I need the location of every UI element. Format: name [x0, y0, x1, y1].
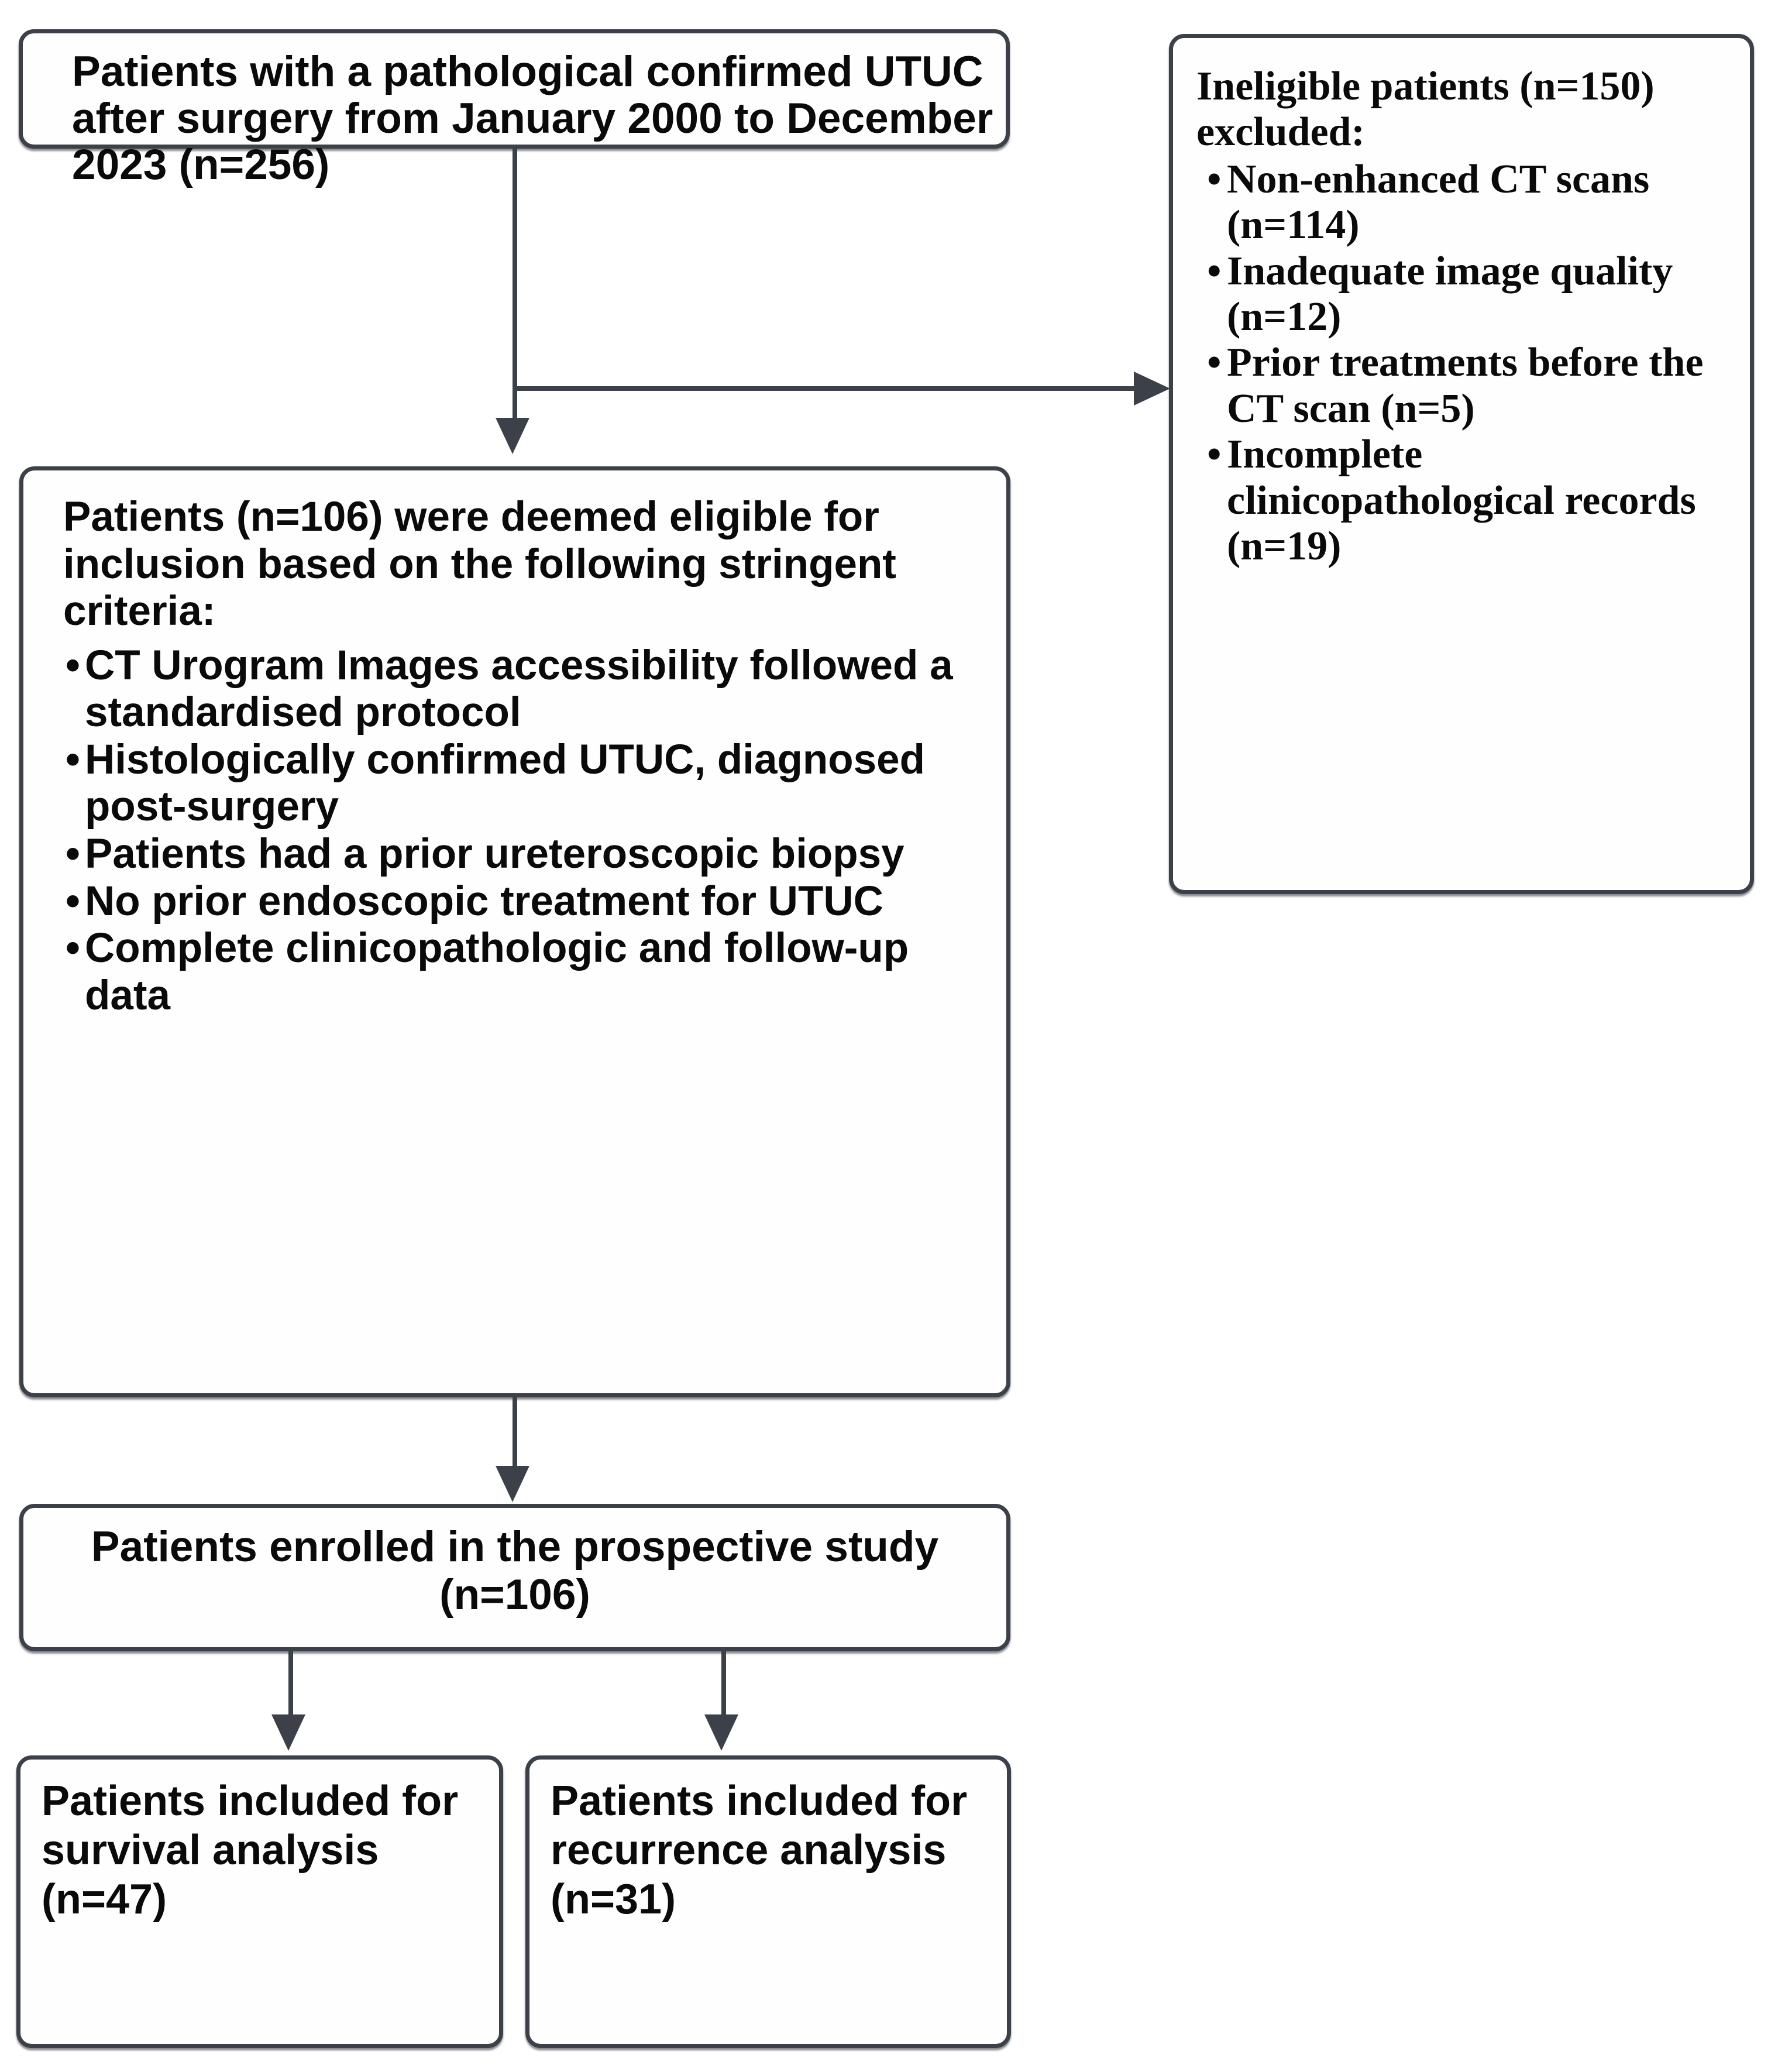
excluded-reason-list: Non-enhanced CT scans (n=114) Inadequate… — [1196, 157, 1735, 570]
node-recurrence-text: Patients included for recurrence analysi… — [551, 1778, 979, 1923]
excluded-heading: Ineligible patients (n=150) excluded: — [1196, 64, 1665, 155]
arrow-down-icon — [704, 1714, 738, 1751]
arrow-down-icon — [271, 1714, 305, 1751]
node-excluded-patients: Ineligible patients (n=150) excluded: No… — [1169, 34, 1754, 894]
arrow-down-icon — [496, 418, 529, 454]
connector-enrolled-to-recurrence-line — [721, 1651, 726, 1719]
list-item: Patients had a prior ureteroscopic biops… — [63, 831, 997, 878]
criteria-list: CT Urogram Images accessibility followed… — [63, 642, 997, 1020]
list-item: Histologically confirmed UTUC, diagnosed… — [63, 737, 997, 831]
node-source-text: Patients with a pathological confirmed U… — [72, 48, 1005, 189]
criteria-heading: Patients (n=106) were deemed eligible fo… — [63, 494, 908, 635]
list-item: Incomplete clinicopathological records (… — [1196, 432, 1735, 569]
connector-source-to-excluded-line — [513, 386, 1139, 391]
list-item: CT Urogram Images accessibility followed… — [63, 642, 997, 737]
node-enrolled-patients: Patients enrolled in the prospective stu… — [19, 1504, 1010, 1651]
list-item: Inadequate image quality (n=12) — [1196, 249, 1735, 341]
node-criteria-body: Patients (n=106) were deemed eligible fo… — [23, 470, 1006, 1019]
node-recurrence-analysis: Patients included for recurrence analysi… — [525, 1755, 1011, 2048]
arrow-right-icon — [1134, 372, 1170, 406]
node-eligibility-criteria: Patients (n=106) were deemed eligible fo… — [19, 466, 1010, 1397]
node-source-cohort: Patients with a pathological confirmed U… — [19, 29, 1010, 188]
node-excluded-body: Ineligible patients (n=150) excluded: No… — [1173, 38, 1750, 569]
node-survival-text: Patients included for survival analysis … — [42, 1778, 470, 1923]
arrow-down-icon — [496, 1466, 529, 1502]
list-item: Prior treatments before the CT scan (n=5… — [1196, 340, 1735, 432]
connector-criteria-to-enrolled-line — [513, 1397, 517, 1470]
list-item: No prior endoscopic treatment for UTUC — [63, 878, 997, 926]
list-item: Complete clinicopathologic and follow-up… — [63, 925, 997, 1019]
connector-enrolled-to-survival-line — [288, 1651, 293, 1719]
node-enrolled-text: Patients enrolled in the prospective stu… — [91, 1523, 951, 1619]
connector-source-to-criteria-line — [513, 149, 517, 421]
node-survival-analysis: Patients included for survival analysis … — [16, 1755, 503, 2048]
list-item: Non-enhanced CT scans (n=114) — [1196, 157, 1735, 249]
